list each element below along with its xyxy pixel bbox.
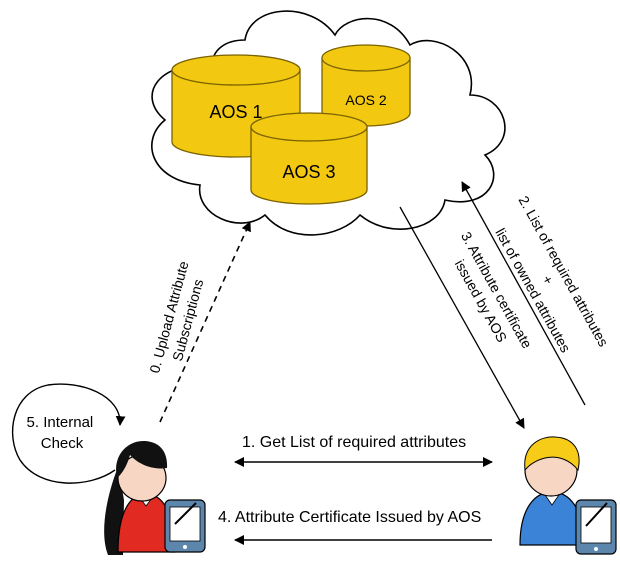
required-attributes-arrow	[461, 181, 586, 406]
certificate-to-user-arrow	[399, 206, 525, 429]
step5-internal-check-label: 5. Internal Check	[27, 414, 98, 452]
step0-upload-label: 0. Upload Attribute Subscriptions	[146, 256, 211, 380]
step3-certificate-label: 3. Attribute certificate issued by AOS	[441, 229, 537, 364]
internal-check-loop-arrow	[12, 383, 126, 484]
step1-get-list-label: 1. Get List of required attributes	[242, 434, 466, 451]
aos2-label: AOS 2	[345, 92, 386, 108]
aos3-database-icon	[250, 112, 368, 205]
user-pda-icon	[575, 499, 617, 555]
aos3-label: AOS 3	[282, 162, 335, 182]
requesting-user-person-icon	[519, 436, 585, 546]
aos1-label: AOS 1	[209, 102, 262, 122]
step4-certificate-label: 4. Attribute Certificate Issued by AOS	[218, 509, 481, 526]
upload-subscriptions-arrow	[159, 221, 251, 423]
step2-required-attributes-label: 2. List of required attributes + list of…	[484, 193, 614, 370]
owner-pda-icon	[164, 499, 206, 553]
attribute-owner-person-icon	[104, 440, 176, 555]
